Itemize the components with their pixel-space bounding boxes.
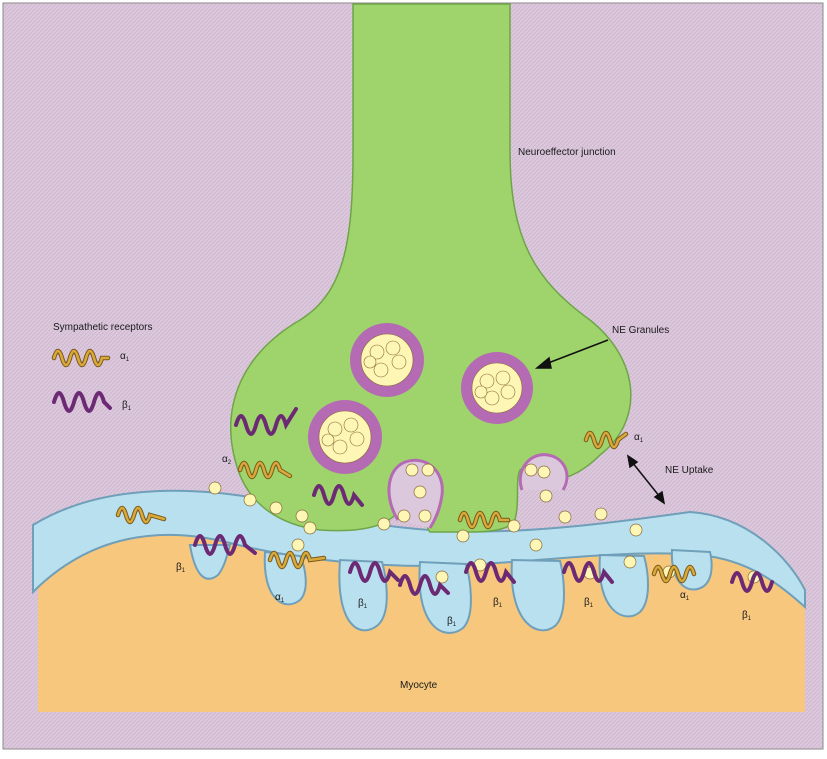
granules-label: NE Granules	[612, 325, 669, 336]
junction-label: Neuroeffector junction	[518, 147, 616, 158]
uptake-label: NE Uptake	[665, 465, 714, 476]
myocyte-label: Myocyte	[400, 680, 438, 691]
ne-granule	[461, 352, 533, 424]
ne-granule	[350, 323, 424, 397]
ne-granule	[308, 400, 382, 474]
receptors-heading: Sympathetic receptors	[53, 322, 153, 333]
